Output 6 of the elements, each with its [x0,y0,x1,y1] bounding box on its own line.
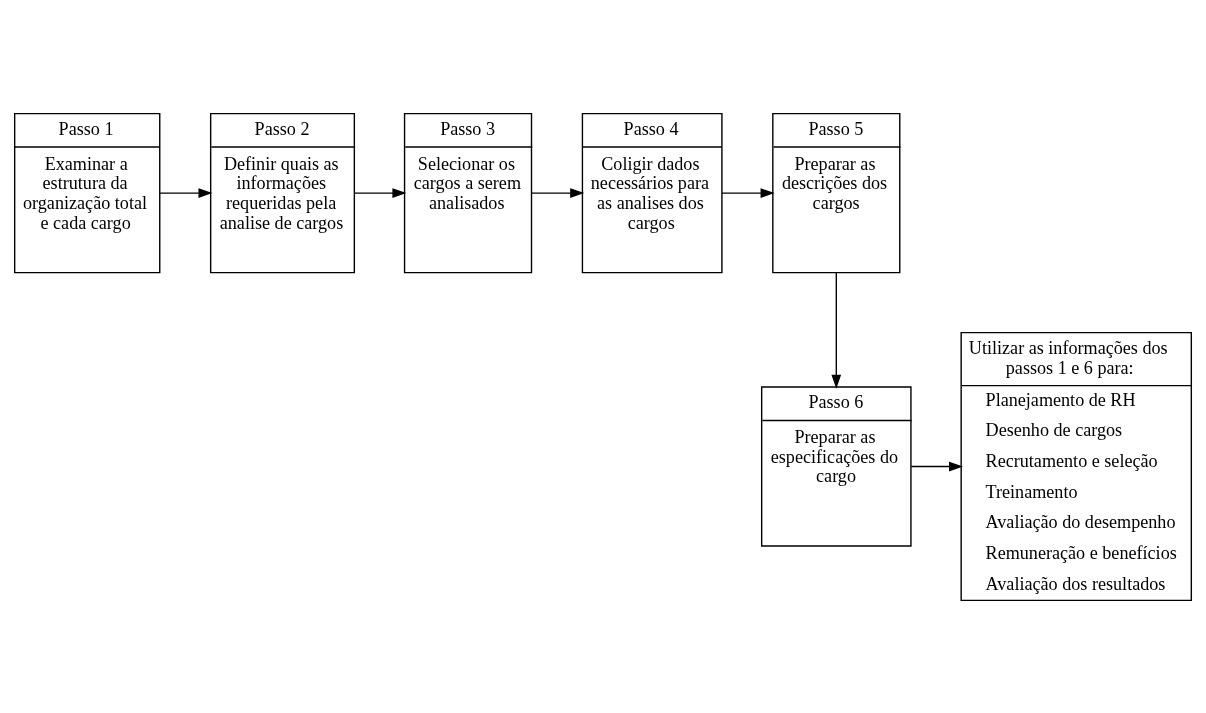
arrow [159,187,213,198]
arrow [531,187,585,198]
arrow [721,187,775,198]
arrow [910,461,963,471]
arrow [831,271,842,389]
arrow [353,187,407,198]
